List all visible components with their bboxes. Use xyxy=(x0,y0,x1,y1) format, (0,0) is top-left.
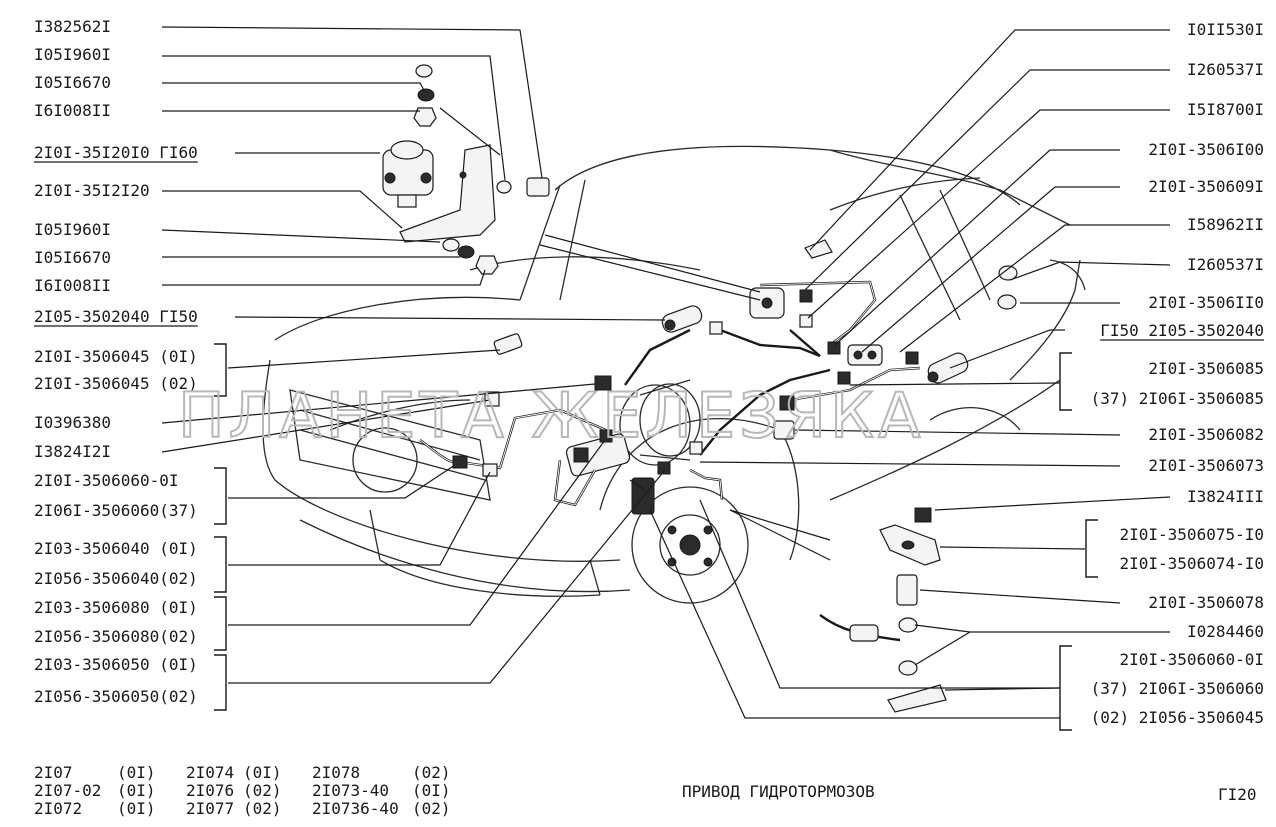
nuts-and-washers xyxy=(413,64,1018,310)
part-label: 2I0I-3506060-0I xyxy=(34,471,179,490)
part-label: 2I0I-3506078 xyxy=(1148,593,1264,612)
part-label: I05I6670 xyxy=(34,73,111,92)
model-variant: (0I) xyxy=(243,763,282,782)
part-label: I260537I xyxy=(1187,255,1264,274)
part-label: I05I6670 xyxy=(34,248,111,267)
brake-tubes xyxy=(419,280,921,507)
model-code: 2I073-40 xyxy=(312,781,389,800)
part-label: 2I056-3506050(02) xyxy=(34,687,198,706)
part-label: 2I0I-3506045 (02) xyxy=(34,374,198,393)
model-variant: (02) xyxy=(243,799,282,818)
part-label: I05I960I xyxy=(34,45,111,64)
model-code: 2I0736-40 xyxy=(312,799,399,818)
part-label: 2I0I-3506085 xyxy=(1148,359,1264,378)
left-part-labels: I382562II05I960II05I6670I6I008II2I0I-35I… xyxy=(34,17,198,706)
part-label: I382562I xyxy=(34,17,111,36)
model-code: 2I07 xyxy=(34,763,73,782)
part-label: (37) 2I06I-3506060 xyxy=(1091,679,1264,698)
part-label: 2I03-3506080 (0I) xyxy=(34,598,198,617)
watermark: ПЛАНЕТА ЖЕЛЕЗЯКА xyxy=(178,379,924,452)
part-label: 2I03-3506050 (0I) xyxy=(34,655,198,674)
part-label: 2I0I-3506I00 xyxy=(1148,140,1264,159)
model-code: 2I078 xyxy=(312,763,360,782)
model-code: 2I074 xyxy=(186,763,234,782)
model-variant: (0I) xyxy=(117,781,156,800)
part-label: 2I0I-3506074-I0 xyxy=(1120,554,1265,573)
model-code: 2I077 xyxy=(186,799,234,818)
part-label: 2I056-3506040(02) xyxy=(34,569,198,588)
rear-bracket-parts xyxy=(819,507,947,713)
part-label: 2I0I-3506073 xyxy=(1148,456,1264,475)
master-cylinder xyxy=(565,433,631,477)
front-brake-disc xyxy=(631,477,749,604)
part-label: ГI50 2I05-3502040 xyxy=(1100,321,1264,340)
part-label: I0284460 xyxy=(1187,622,1264,641)
tee-connectors xyxy=(749,287,883,440)
part-label: I5I8700I xyxy=(1187,100,1264,119)
part-label: (02) 2I056-3506045 xyxy=(1091,708,1264,727)
part-label: I58962II xyxy=(1187,215,1264,234)
part-label: 2I0I-3506045 (0I) xyxy=(34,347,198,366)
model-variant: (02) xyxy=(412,763,451,782)
part-label: 2I0I-3506060-0I xyxy=(1120,650,1265,669)
part-label: I3824I2I xyxy=(34,442,111,461)
part-label: 2I03-3506040 (0I) xyxy=(34,539,198,558)
pressure-regulator xyxy=(382,140,434,208)
leader-lines xyxy=(161,26,1171,719)
part-label: I3824III xyxy=(1187,487,1264,506)
model-list: 2I07 (0I) 2I07-02 (0I) 2I072 (0I) 2I074 (0I) 2I0… xyxy=(34,763,451,818)
part-label: 2I0I-3506075-I0 xyxy=(1120,525,1265,544)
part-label: 2I0I-3506II0 xyxy=(1148,293,1264,312)
part-label: I0396380 xyxy=(34,413,111,432)
part-label: I260537I xyxy=(1187,60,1264,79)
part-label: 2I05-3502040 ГI50 xyxy=(34,307,198,326)
model-variant: (0I) xyxy=(117,763,156,782)
model-variant: (02) xyxy=(243,781,282,800)
part-label: I6I008II xyxy=(34,101,111,120)
right-part-labels: I0II530I I260537I I5I8700I 2I0I-3506I00 2I0I… xyxy=(1091,20,1264,727)
brake-hoses xyxy=(661,305,969,384)
part-label: I0II530I xyxy=(1187,20,1264,39)
model-code: 2I07-02 xyxy=(34,781,101,800)
part-label: (37) 2I06I-3506085 xyxy=(1091,389,1264,408)
part-label: I6I008II xyxy=(34,276,111,295)
diagram-caption: ПРИВОД ГИДРОТОРМОЗОВ xyxy=(682,782,875,801)
part-label: 2I0I-350609I xyxy=(1148,177,1264,196)
tube-fittings xyxy=(452,239,919,477)
part-label: 2I06I-3506060(37) xyxy=(34,501,198,520)
page-number: ГI20 xyxy=(1218,785,1257,804)
model-code: 2I072 xyxy=(34,799,82,818)
model-code: 2I076 xyxy=(186,781,234,800)
part-label: I05I960I xyxy=(34,220,111,239)
part-label: 2I0I-35I20I0 ГI60 xyxy=(34,143,198,162)
label-braces xyxy=(214,343,1098,731)
part-label: 2I0I-3506082 xyxy=(1148,425,1264,444)
model-variant: (0I) xyxy=(117,799,156,818)
brake-booster xyxy=(619,379,701,466)
part-label: 2I0I-35I2I20 xyxy=(34,181,150,200)
part-label: 2I056-3506080(02) xyxy=(34,627,198,646)
model-variant: (02) xyxy=(412,799,451,818)
model-variant: (0I) xyxy=(412,781,451,800)
